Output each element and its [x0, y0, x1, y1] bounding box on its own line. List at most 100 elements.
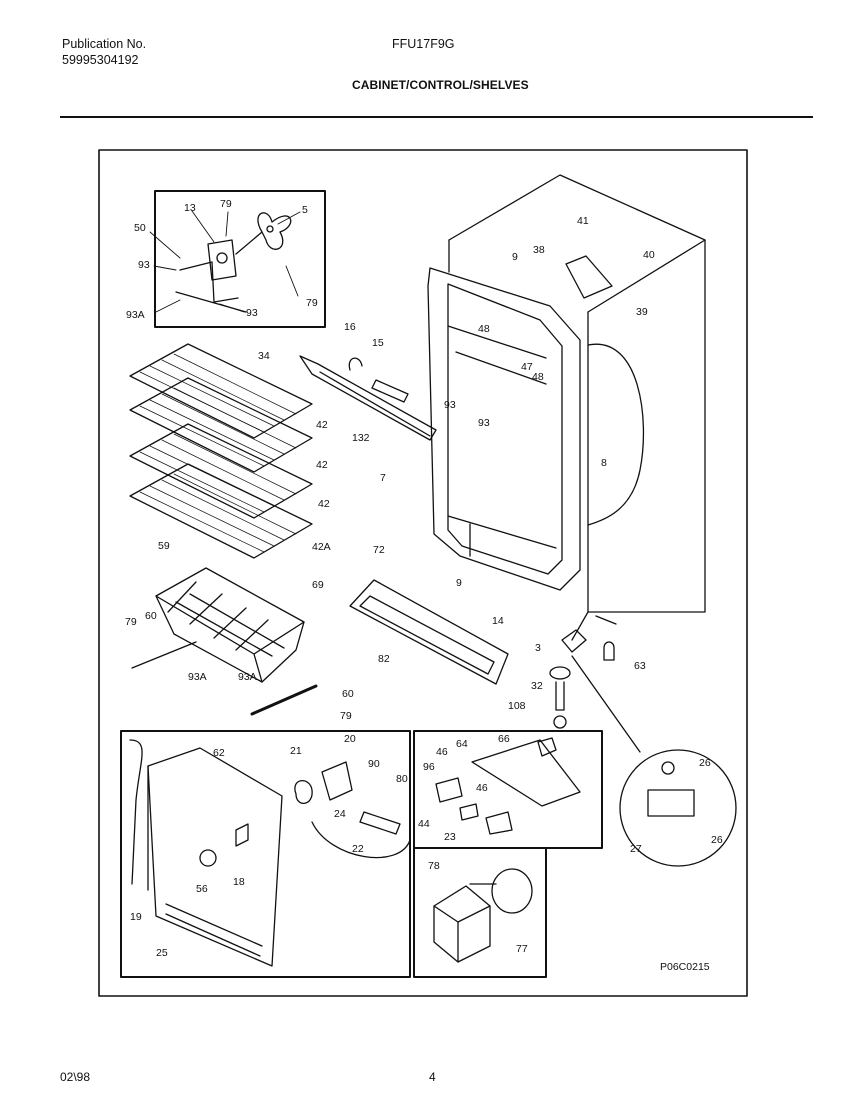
callout-c15: 15 [372, 337, 384, 349]
callout-c72: 72 [373, 544, 385, 556]
callout-c42a: 42 [316, 419, 328, 431]
bulb [371, 379, 409, 403]
callout-c66: 66 [498, 733, 510, 745]
transformer-drawing [433, 868, 533, 963]
callout-c90: 90 [368, 758, 380, 770]
publication-number: 59995304192 [62, 53, 139, 67]
callout-c63: 63 [634, 660, 646, 672]
front-grille [349, 579, 509, 685]
callout-c16: 16 [344, 321, 356, 333]
callout-c46b: 46 [476, 782, 488, 794]
lamp-socket [348, 357, 363, 371]
callout-c44: 44 [418, 818, 430, 830]
callout-c108: 108 [508, 700, 526, 712]
model-number: FFU17F9G [392, 37, 455, 51]
diagram-frame [98, 149, 748, 997]
callout-c48b: 48 [532, 371, 544, 383]
callout-c21: 21 [290, 745, 302, 757]
control-panel-inset [120, 730, 411, 978]
callout-c14: 14 [492, 615, 504, 627]
callout-c42c: 42 [318, 498, 330, 510]
diagram-code: P06C0215 [660, 961, 710, 973]
callout-c50: 50 [134, 222, 146, 234]
callout-c48a: 48 [478, 323, 490, 335]
callout-c59: 59 [158, 540, 170, 552]
callout-c5: 5 [302, 204, 308, 216]
callout-c38: 38 [533, 244, 545, 256]
callout-c22: 22 [352, 843, 364, 855]
callout-c18: 18 [233, 876, 245, 888]
roller [603, 641, 615, 661]
callout-c79c: 79 [125, 616, 137, 628]
detail-leader [571, 655, 641, 753]
callout-c32: 32 [531, 680, 543, 692]
callout-c9b: 9 [456, 577, 462, 589]
section-title: CABINET/CONTROL/SHELVES [352, 78, 529, 92]
shelf-wires [139, 353, 297, 553]
hinge-detail-circle [619, 749, 737, 867]
callout-c42A: 42A [312, 541, 331, 553]
callout-c93Ab: 93A [188, 671, 207, 683]
callout-c60b: 60 [342, 688, 354, 700]
callout-c79a: 79 [220, 198, 232, 210]
callout-c93b: 93 [246, 307, 258, 319]
callout-c69: 69 [312, 579, 324, 591]
callout-c27: 27 [630, 843, 642, 855]
callout-c62: 62 [213, 747, 225, 759]
leg-bolt [555, 681, 565, 711]
callout-c3: 3 [535, 642, 541, 654]
control-panel-drawing [129, 739, 411, 967]
callout-c42b: 42 [316, 459, 328, 471]
transformer-inset [413, 847, 547, 978]
callout-c39: 39 [636, 306, 648, 318]
fan-leaders [149, 210, 301, 313]
publication-label: Publication No. [62, 37, 147, 51]
callout-c34: 34 [258, 350, 270, 362]
callout-c41: 41 [577, 215, 589, 227]
callout-c64: 64 [456, 738, 468, 750]
callout-c79b: 79 [306, 297, 318, 309]
basket [155, 567, 305, 683]
control-housing [299, 355, 437, 441]
callout-c7: 7 [380, 472, 386, 484]
callout-c80: 80 [396, 773, 408, 785]
callout-c56: 56 [196, 883, 208, 895]
fan-motor-drawing [175, 212, 292, 313]
callout-c93a: 93 [138, 259, 150, 271]
callout-c13: 13 [184, 202, 196, 214]
switch-drawing [435, 737, 581, 835]
leg-cap [549, 666, 571, 680]
callout-c79d: 79 [340, 710, 352, 722]
thermostat-bracket [561, 629, 587, 653]
callout-c60a: 60 [145, 610, 157, 622]
callout-c25: 25 [156, 947, 168, 959]
callout-c9a: 9 [512, 251, 518, 263]
callout-c82: 82 [378, 653, 390, 665]
callout-c24: 24 [334, 808, 346, 820]
callout-c40: 40 [643, 249, 655, 261]
callout-c19: 19 [130, 911, 142, 923]
callout-c93Ac: 93A [238, 671, 257, 683]
fan-motor-inset [154, 190, 326, 328]
callout-c46a: 46 [436, 746, 448, 758]
callout-c93c: 93 [444, 399, 456, 411]
callout-c20: 20 [344, 733, 356, 745]
callout-c96: 96 [423, 761, 435, 773]
callout-c26a: 26 [699, 757, 711, 769]
basket-rail-right [250, 684, 318, 716]
wire-shelves [129, 343, 313, 559]
callout-c78: 78 [428, 860, 440, 872]
callout-c23: 23 [444, 831, 456, 843]
leg-foot [553, 715, 567, 729]
callout-c93Aa: 93A [126, 309, 145, 321]
callout-c8: 8 [601, 457, 607, 469]
basket-rail-left [131, 641, 197, 669]
callout-c132: 132 [352, 432, 370, 444]
footer-page-number: 4 [429, 1070, 436, 1084]
callout-c77: 77 [516, 943, 528, 955]
callout-c47: 47 [521, 361, 533, 373]
header-rule [60, 116, 813, 118]
callout-c93d: 93 [478, 417, 490, 429]
